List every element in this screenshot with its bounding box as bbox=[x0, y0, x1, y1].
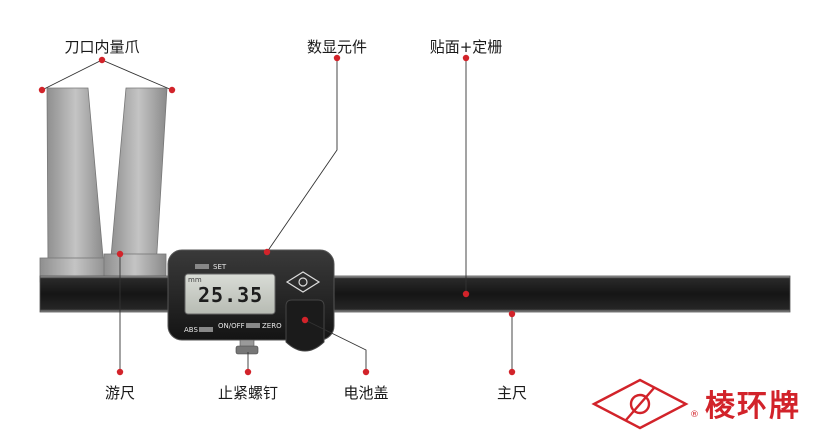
movable-inner-jaw bbox=[109, 87, 168, 269]
callout-lines bbox=[41, 58, 513, 372]
set-label: SET bbox=[213, 263, 227, 271]
callout-main-beam: 主尺 bbox=[496, 384, 528, 402]
callout-dots bbox=[38, 54, 516, 376]
callout-slider: 游尺 bbox=[104, 384, 136, 402]
lcd-reading: 25.35 bbox=[198, 283, 264, 307]
brand-logo-icon bbox=[591, 378, 689, 430]
brand-name: 棱环牌 bbox=[705, 389, 801, 424]
onoff-label: ON/OFF bbox=[218, 322, 245, 330]
lcd-unit-label: mm bbox=[188, 276, 202, 284]
callout-battery-cover: 电池盖 bbox=[343, 384, 389, 402]
zero-button bbox=[246, 323, 260, 328]
callout-lock-screw: 止紧螺钉 bbox=[217, 384, 279, 402]
fixed-inner-jaw bbox=[46, 87, 105, 269]
main-beam bbox=[39, 275, 791, 313]
head-logo-icon bbox=[285, 271, 321, 293]
zero-label: ZERO bbox=[262, 322, 282, 330]
registered-mark: ® bbox=[690, 410, 699, 420]
lcd-screen bbox=[184, 273, 276, 315]
set-button bbox=[195, 264, 209, 269]
callout-inner-jaw: 刀口内量爪 bbox=[64, 38, 140, 56]
callout-display-unit: 数显元件 bbox=[306, 38, 368, 56]
abs-button bbox=[199, 327, 213, 332]
callout-reference-face: 贴面+定栅 bbox=[429, 38, 503, 56]
abs-label: ABS bbox=[184, 326, 198, 334]
lock-screw-icon bbox=[235, 339, 259, 355]
battery-cover bbox=[285, 299, 325, 352]
